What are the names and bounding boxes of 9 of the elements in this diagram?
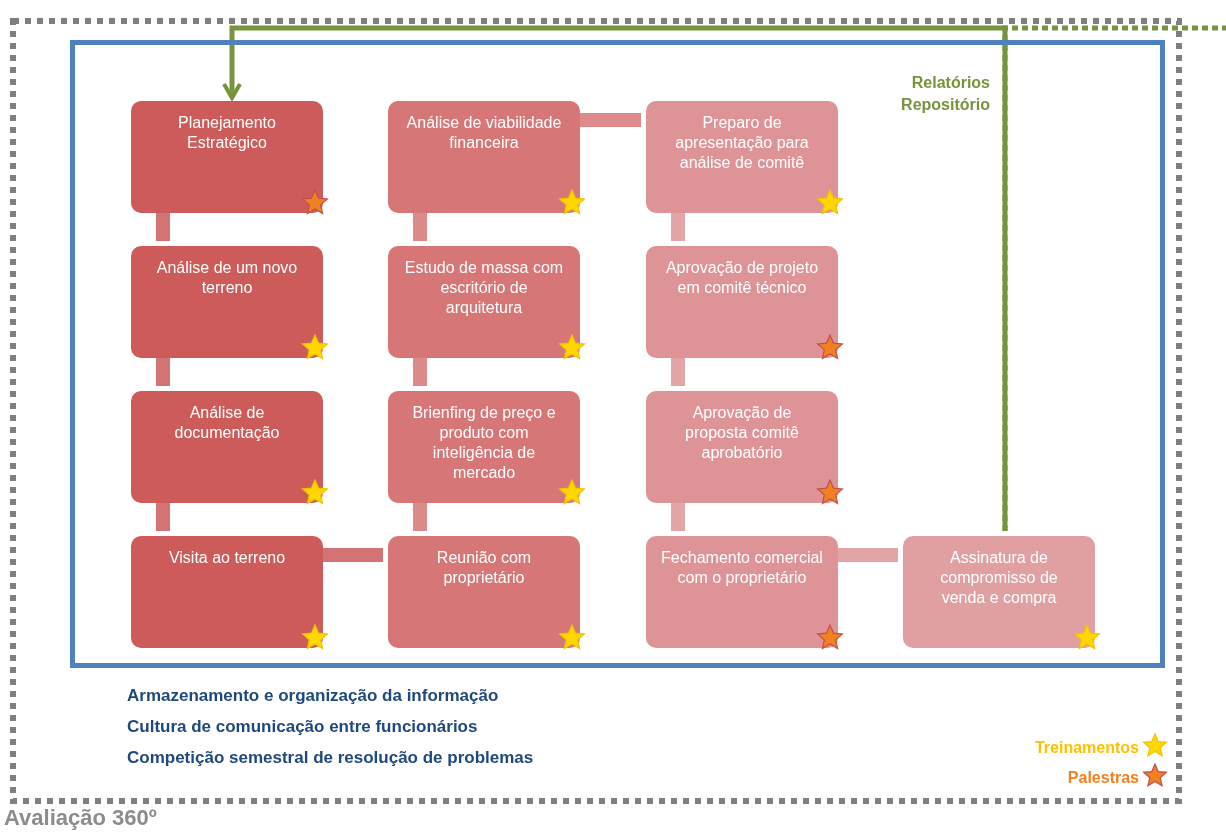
region-heading: Avaliação 360º bbox=[4, 805, 157, 831]
outline-box bbox=[70, 40, 1165, 668]
legend-text: Treinamentos bbox=[1034, 739, 1139, 756]
legend-text: Palestras bbox=[1067, 769, 1139, 786]
note-text: Competição semestral de resolução de problemas bbox=[127, 748, 534, 768]
note-text: Armazenamento e organização da informação bbox=[127, 686, 499, 706]
note-text: Cultura de comunicação entre funcionários bbox=[127, 717, 478, 737]
edge-label: Relatórios Repositório bbox=[900, 73, 990, 115]
dotted-line bbox=[1002, 25, 1226, 531]
